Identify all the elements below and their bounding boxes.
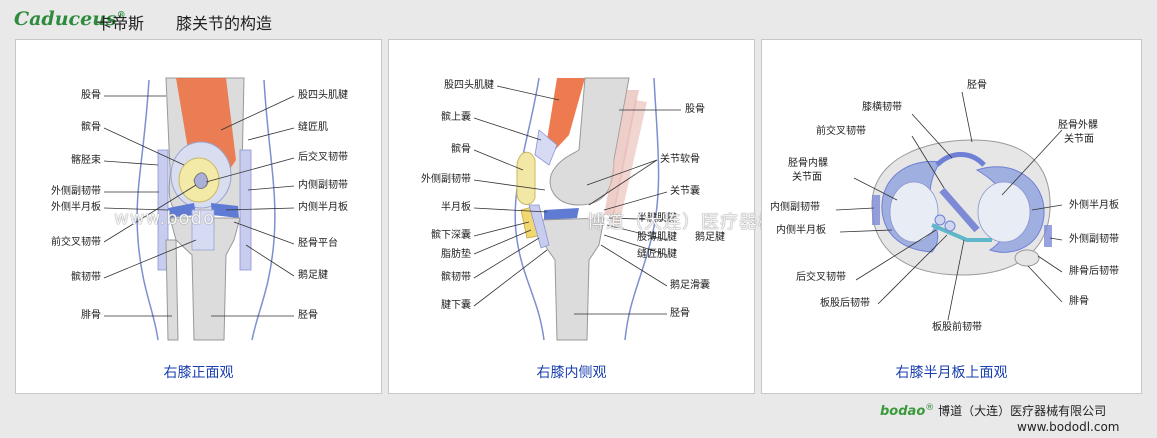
medial-knee-illustration [473, 77, 681, 341]
label-patella-medial: 髌骨 [451, 144, 471, 155]
label-patella: 髌骨 [81, 122, 101, 133]
label-patellar-ligament: 髌韧带 [71, 272, 101, 283]
panel-medial-view: 股四头肌腱 髌上囊 髌骨 外侧副韧带 半月板 髌下深囊 脂肪垫 髌韧带 腱下囊 … [388, 39, 852, 394]
brand-name: 卡帝斯 [96, 14, 145, 33]
label-fat-pad: 脂肪垫 [441, 249, 471, 260]
label-femur: 股骨 [81, 90, 101, 101]
meniscus-top-illustration [835, 91, 1063, 321]
label-pes-anserinus-medial: 鹅足腱 [695, 232, 725, 243]
label-joint-capsule: 关节囊 [670, 186, 700, 197]
watermark-url-fragment: www.bodo [114, 208, 216, 229]
label-patellar-ligament-medial: 髌韧带 [441, 272, 471, 283]
label-lateral-meniscus-top: 外侧半月板 [1069, 200, 1119, 211]
label-gracilis-tendon: 股薄肌腱 [637, 232, 677, 243]
label-semitendinosus-tendon: 半腱肌腱 [637, 213, 677, 224]
caption-front-view: 右膝正面观 [163, 365, 234, 381]
label-meniscus: 半月板 [441, 202, 471, 213]
panel-meniscus-top-view: 胫骨 膝横韧带 前交叉韧带 胫骨内髁 关节面 内侧副韧带 内侧半月板 后交叉韧带… [761, 39, 1142, 394]
footer-company: bodao® 博道（大连）医疗器械有限公司 [880, 403, 1107, 419]
label-fibula-top: 腓骨 [1069, 296, 1089, 307]
label-transverse-ligament: 膝横韧带 [862, 102, 902, 113]
front-knee-illustration [103, 77, 295, 341]
label-pcl-top: 后交叉韧带 [796, 272, 846, 283]
caption-meniscus-top-view: 右膝半月板上面观 [895, 365, 1008, 381]
label-tibial-plateau: 胫骨平台 [298, 238, 338, 249]
label-anterior-meniscofemoral: 板股前韧带 [932, 322, 982, 333]
label-suprapatellar-bursa: 髌上囊 [441, 112, 471, 123]
label-posterior-fibular-ligament: 腓骨后韧带 [1069, 266, 1119, 277]
caption-medial-view: 右膝内侧观 [536, 365, 607, 381]
label-quadriceps-tendon: 股四头肌腱 [298, 90, 348, 101]
label-lateral-collateral-ligament: 外侧副韧带 [51, 186, 101, 197]
caduceus-logo: Caduceus® [14, 8, 126, 30]
label-iliotibial-band: 髂胫束 [71, 155, 101, 166]
label-fibula: 腓骨 [81, 310, 101, 321]
footer-url: www.bododl.com [1017, 420, 1120, 434]
label-tibia-top: 胫骨 [967, 80, 987, 91]
label-femur-medial: 股骨 [685, 104, 705, 115]
label-subtendinous-bursa: 腱下囊 [441, 300, 471, 311]
label-pes-anserine-bursa: 鹅足滑囊 [670, 280, 710, 291]
label-sartorius-tendon: 缝匠肌腱 [637, 249, 677, 260]
label-medial-collateral-ligament: 内侧副韧带 [298, 180, 348, 191]
label-medial-tibial-condyle: 胫骨内髁 [788, 158, 828, 169]
label-medial-collateral-top: 内侧副韧带 [770, 202, 820, 213]
label-sartorius: 缝匠肌 [298, 122, 328, 133]
label-medial-meniscus: 内侧半月板 [298, 202, 348, 213]
company-name: 博道（大连）医疗器械有限公司 [938, 404, 1107, 418]
label-tibia: 胫骨 [298, 310, 318, 321]
label-articular-cartilage: 关节软骨 [660, 154, 700, 165]
label-tibia-medial: 胫骨 [670, 308, 690, 319]
label-pes-anserinus-tendon: 鹅足腱 [298, 270, 328, 281]
label-acl: 前交叉韧带 [51, 237, 101, 248]
label-pcl: 后交叉韧带 [298, 152, 348, 163]
label-quadriceps-tendon-medial: 股四头肌腱 [444, 80, 494, 91]
label-articular-surface-medial: 关节面 [792, 172, 822, 183]
bodao-logo: bodao [880, 404, 926, 419]
header: Caduceus® 卡帝斯 膝关节的构造 [0, 0, 1157, 38]
label-posterior-meniscofemoral: 板股后韧带 [820, 298, 870, 309]
label-deep-infrapatellar-bursa: 髌下深囊 [431, 230, 471, 241]
label-lateral-collateral-ligament-medial: 外侧副韧带 [421, 174, 471, 185]
label-medial-meniscus-top: 内侧半月板 [776, 225, 826, 236]
label-articular-surface-lateral: 关节面 [1064, 134, 1094, 145]
panel-front-view: 股骨 髌骨 髂胫束 外侧副韧带 外侧半月板 前交叉韧带 髌韧带 腓骨 股四头肌腱… [15, 39, 382, 394]
label-lateral-meniscus: 外侧半月板 [51, 202, 101, 213]
page-title: 膝关节的构造 [176, 14, 273, 33]
label-lateral-tibial-condyle: 胫骨外髁 [1058, 120, 1098, 131]
label-acl-top: 前交叉韧带 [816, 126, 866, 137]
label-lateral-collateral-top: 外侧副韧带 [1069, 234, 1119, 245]
